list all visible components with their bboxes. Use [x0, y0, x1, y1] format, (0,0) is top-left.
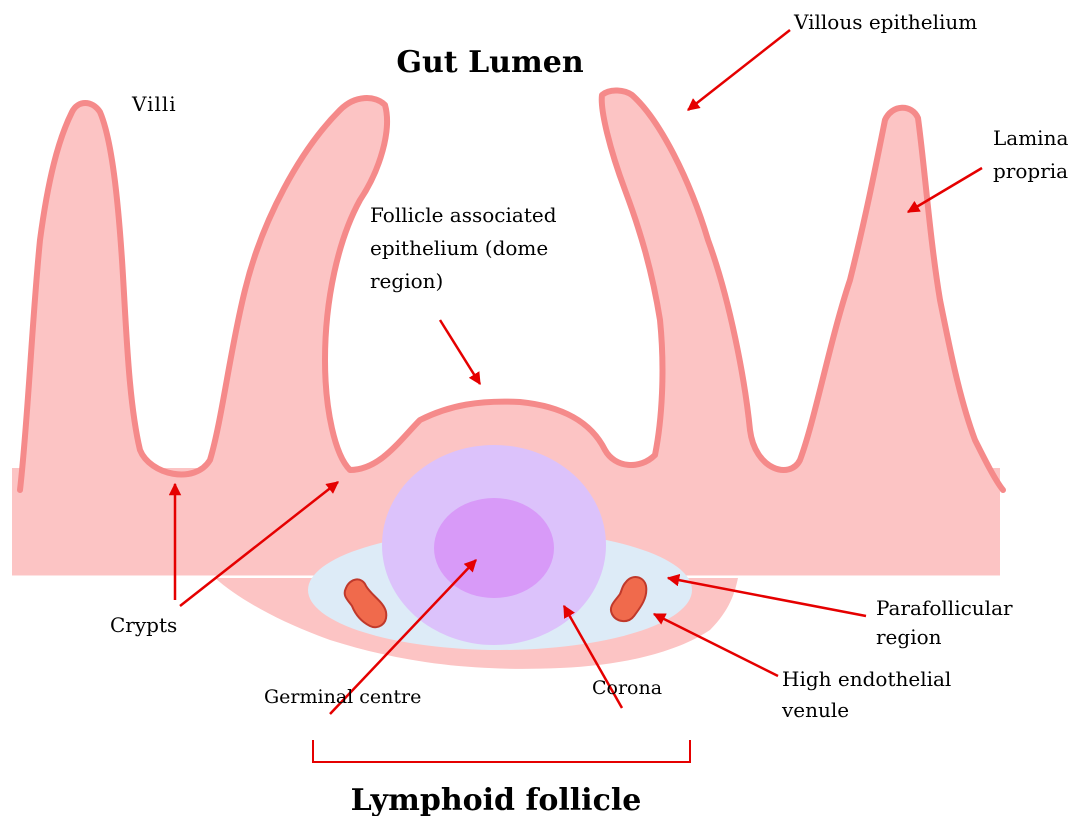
label-fae-line1: Follicle associated	[370, 203, 557, 227]
arrow-fae	[440, 320, 480, 384]
label-hev-line1: High endothelial	[782, 667, 951, 691]
germinal-centre	[434, 498, 554, 598]
label-fae-line3: region)	[370, 269, 443, 293]
title-gut-lumen: Gut Lumen	[396, 45, 583, 80]
label-lamina-propria-line2: propria	[993, 159, 1068, 183]
label-lamina-propria-line1: Lamina	[993, 126, 1068, 150]
label-corona: Corona	[592, 677, 662, 699]
villi-epithelium	[20, 90, 1003, 490]
title-lymphoid-follicle: Lymphoid follicle	[351, 783, 642, 816]
follicle-bracket	[313, 740, 690, 762]
label-villi: Villi	[131, 92, 177, 116]
label-parafollicular-line1: Parafollicular	[876, 596, 1013, 620]
arrow-villous-epithelium	[688, 30, 790, 110]
label-crypts: Crypts	[110, 613, 177, 637]
label-germinal-centre: Germinal centre	[264, 686, 421, 708]
label-villous-epithelium: Villous epithelium	[793, 10, 977, 34]
label-fae-line2: epithelium (dome	[370, 236, 548, 260]
label-parafollicular-line2: region	[876, 625, 942, 649]
label-hev-line2: venule	[781, 698, 849, 722]
